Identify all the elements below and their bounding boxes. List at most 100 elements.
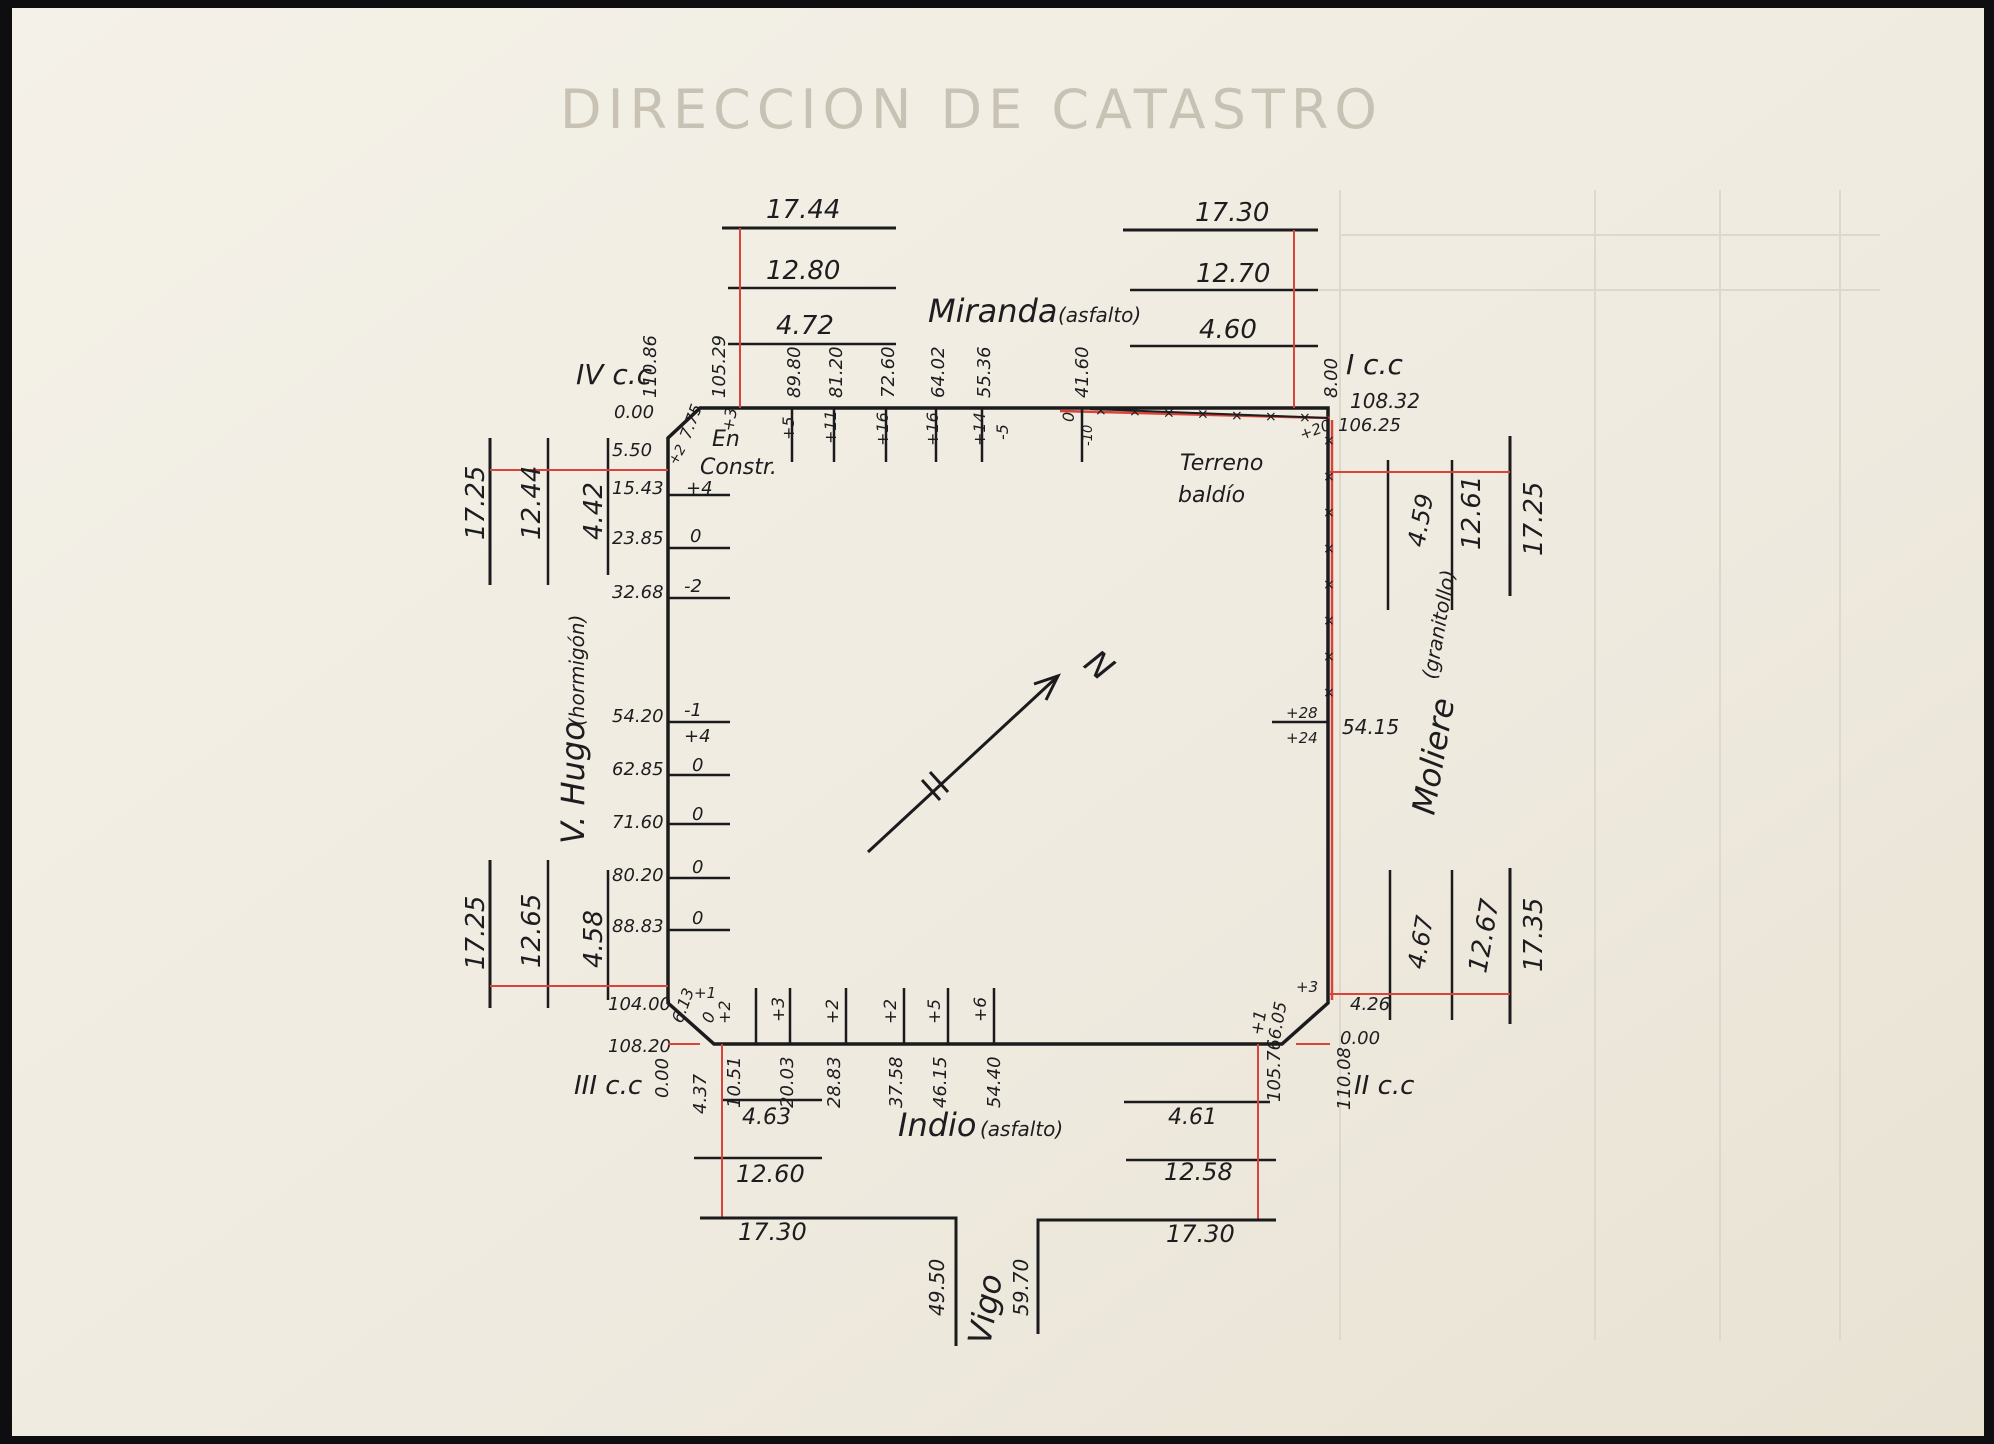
north-right-width-2: 12.70 [1196, 259, 1270, 289]
west-frontage-10: 104.00 [608, 994, 671, 1015]
west-level-5: -1 [684, 700, 702, 721]
north-frontage-7: 55.36 [974, 346, 995, 398]
south-level-2: +2 [823, 999, 843, 1024]
terreno-label-1: Terreno [1180, 451, 1263, 476]
north-frontage-2: 105.29 [709, 335, 730, 398]
west-frontage-11: 108.20 [608, 1036, 671, 1057]
north-frontage-3: 89.80 [784, 346, 805, 398]
north-level-4: +16 [923, 412, 942, 446]
north-level-5: +14 [970, 412, 989, 446]
nw-chamfer [666, 406, 702, 440]
north-frontage-1: 110.86 [640, 335, 661, 398]
west-width-lines-bottom [488, 860, 668, 1008]
west-bottom-width-1: 17.25 [461, 896, 491, 970]
west-level-3: 0 [690, 526, 701, 547]
north-frontage-9: 8.00 [1321, 358, 1342, 398]
north-width-lines-right [1123, 228, 1318, 408]
north-frontage-labels: 110.86 105.29 89.80 81.20 72.60 64.02 55… [640, 335, 1342, 398]
west-frontage-7: 71.60 [612, 812, 664, 833]
south-frontage-6: 37.58 [886, 1056, 907, 1108]
west-frontage-9: 88.83 [612, 916, 664, 937]
east-frontage-1: 54.15 [1342, 715, 1399, 739]
west-top-width-3: 4.42 [579, 482, 609, 540]
corner-nw-label: IV c.c [576, 358, 653, 391]
fence-x-mark: × [1323, 505, 1335, 521]
south-frontage-3: 10.51 [724, 1056, 745, 1108]
nw-corner-zero: 0.00 [614, 402, 654, 423]
west-frontage-6: 62.85 [612, 759, 664, 780]
sw-level-plus2: +2 [715, 1000, 734, 1024]
north-frontage-5: 72.60 [878, 346, 899, 398]
south-street-surface: (asfalto) [980, 1117, 1063, 1141]
north-level-6: -5 [993, 424, 1012, 440]
east-level-2: +24 [1286, 729, 1318, 747]
se-frontage-426: 4.26 [1350, 994, 1390, 1015]
paper-sheet [12, 8, 1984, 1436]
fence-x-mark: × [1095, 403, 1107, 419]
south-level-5: +6 [971, 997, 991, 1022]
west-level-7: 0 [692, 755, 703, 776]
fence-x-mark: × [1265, 409, 1277, 425]
north-level-7: 0 [1059, 412, 1078, 422]
corner-se-label: II c.c [1354, 1071, 1414, 1101]
south-frontage-5: 28.83 [824, 1056, 845, 1108]
south-frontage-10: 110.08 [1334, 1047, 1355, 1110]
se-level-plus1: +1 [1247, 1009, 1271, 1037]
faded-stamp-text: DIRECCION DE CATASTRO [560, 78, 1383, 141]
north-level-1: +5 [779, 416, 798, 440]
west-frontage-1: 5.50 [612, 440, 652, 461]
north-arrow [866, 673, 1061, 854]
south-frontage-9: 105.76 [1264, 1039, 1285, 1102]
vigo-street-lines [700, 1216, 1276, 1346]
north-width-lines-left [722, 226, 896, 408]
west-street-name: V. Hugo [554, 721, 592, 844]
north-level-3: +16 [873, 412, 892, 446]
south-level-3: +2 [881, 999, 901, 1024]
fence-x-mark: × [1323, 433, 1335, 449]
en-constr-label-1: En [712, 427, 740, 452]
south-frontage-labels: 0.00 4.37 10.51 20.03 28.83 37.58 46.15 … [652, 1039, 1355, 1114]
south-frontage-1: 0.00 [652, 1058, 673, 1098]
west-level-9: 0 [692, 857, 703, 878]
south-level-labels: +3 +2 +2 +5 +6 +1 6.05 +3 [769, 978, 1318, 1041]
east-width-lines-bottom [1330, 868, 1512, 1024]
fence-marks [1089, 408, 1329, 700]
north-street-surface: (asfalto) [1058, 303, 1141, 327]
ne-frontage-b: 106.25 [1338, 415, 1401, 436]
south-left-width-2: 12.60 [736, 1160, 805, 1188]
fence-x-mark: × [1231, 408, 1243, 424]
north-right-width-1: 17.30 [1195, 198, 1269, 228]
fence-x-mark: × [1323, 613, 1335, 629]
north-left-width-2: 12.80 [766, 256, 840, 286]
north-level-2: +11 [821, 410, 840, 444]
west-top-width-1: 17.25 [461, 466, 491, 540]
south-street-name: Indio [898, 1106, 977, 1144]
west-bottom-width-2: 12.65 [517, 894, 547, 968]
ne-frontage-a: 108.32 [1350, 389, 1420, 413]
south-frontage-4: 20.03 [777, 1056, 798, 1108]
south-right-width-2: 12.58 [1164, 1158, 1233, 1186]
west-level-10: 0 [692, 908, 703, 929]
south-left-width-3: 17.30 [738, 1218, 807, 1246]
fence-x-mark: × [1323, 577, 1335, 593]
nw-level-plus3: +3 [718, 406, 741, 433]
west-frontage-2: 15.43 [612, 478, 664, 499]
east-top-width-2: 12.61 [1457, 476, 1487, 550]
east-top-width-3: 17.25 [1519, 482, 1549, 556]
west-level-4: -2 [684, 576, 702, 597]
north-left-width-3: 4.72 [776, 311, 834, 341]
south-frontage-2: 4.37 [690, 1073, 711, 1114]
north-frontage-6: 64.02 [928, 346, 949, 398]
north-level-8: -10 [1081, 425, 1096, 446]
se-level-plus3: +3 [1296, 978, 1318, 996]
south-frontage-7: 46.15 [930, 1056, 951, 1108]
north-left-width-1: 17.44 [766, 195, 840, 225]
south-level-4: +5 [925, 999, 945, 1024]
north-ticks [790, 408, 1084, 462]
terreno-label-2: baldío [1178, 483, 1245, 508]
faint-background-form [1220, 190, 1880, 1340]
north-right-width-3: 4.60 [1199, 315, 1257, 345]
fence-x-mark: × [1197, 407, 1209, 423]
